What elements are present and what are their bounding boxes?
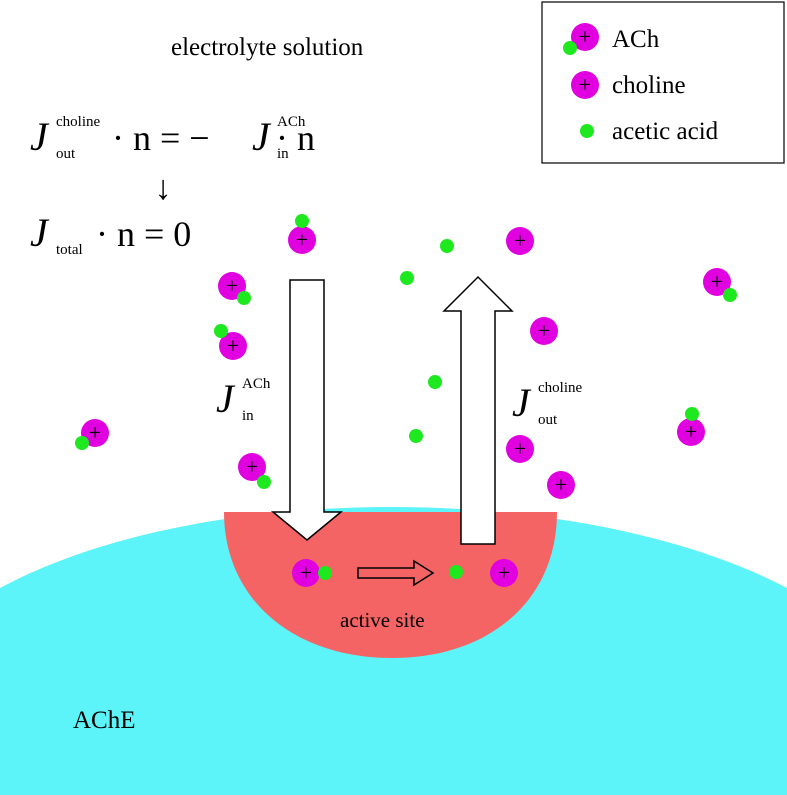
- choline-molecule: [292, 559, 320, 587]
- flux-out-symbol: J: [512, 380, 532, 425]
- choline-molecule: [490, 559, 518, 587]
- equation-total-flux: J total · n = 0: [30, 210, 191, 258]
- eq1-lhs-sub: out: [56, 146, 76, 162]
- acetic-acid-molecule: [237, 291, 251, 305]
- legend-plus-sign: +: [579, 72, 591, 97]
- plus-sign: +: [514, 436, 526, 461]
- plus-sign: +: [300, 560, 312, 585]
- eq1-tail: · n: [276, 118, 315, 158]
- flux-in-label: J ACh in: [216, 376, 271, 424]
- acetic-acid-molecule: [295, 214, 309, 228]
- acetic-acid-molecule: [214, 324, 228, 338]
- choline-molecule: [238, 453, 266, 481]
- plus-sign: +: [685, 419, 697, 444]
- eq2-symbol: J: [30, 210, 50, 255]
- eq1-lhs-sup: choline: [56, 114, 100, 130]
- flux-in-arrow: [270, 279, 344, 541]
- flux-out-sup: choline: [538, 380, 582, 396]
- legend-item-acetic-acid: acetic acid: [580, 118, 719, 145]
- acetic-acid-molecule: [409, 429, 423, 443]
- legend-item-choline: + choline: [571, 71, 686, 99]
- plus-sign: +: [538, 318, 550, 343]
- plus-sign: +: [227, 333, 239, 358]
- acetic-acid-molecule: [318, 566, 332, 580]
- flux-out-arrow: [442, 275, 514, 545]
- eq1-rhs-sub: in: [277, 146, 289, 162]
- acetic-acid-molecule: [400, 271, 414, 285]
- plus-sign: +: [226, 273, 238, 298]
- eq2-sub: total: [56, 242, 83, 258]
- molecules-layer: + + + + + + + + + + + + +: [75, 214, 737, 587]
- plus-sign: +: [711, 269, 723, 294]
- choline-molecule: [219, 332, 247, 360]
- legend-choline-marker: [571, 71, 599, 99]
- plus-sign: +: [498, 560, 510, 585]
- active-site-region: [224, 512, 557, 658]
- plus-sign: +: [514, 228, 526, 253]
- acetic-acid-molecule: [449, 565, 463, 579]
- eq1-lhs-symbol: J: [30, 114, 50, 159]
- choline-molecule: [530, 317, 558, 345]
- plus-sign: +: [296, 227, 308, 252]
- legend: + ACh + choline acetic acid: [541, 1, 785, 164]
- equation-flux-balance: J choline out · n = − J ACh in · n: [30, 114, 315, 162]
- legend-choline-marker: [571, 23, 599, 51]
- choline-molecule: [677, 418, 705, 446]
- plus-sign: +: [246, 454, 258, 479]
- active-site-label: active site: [340, 608, 425, 632]
- legend-label-choline: choline: [612, 72, 686, 99]
- acetic-acid-molecule: [428, 375, 442, 389]
- eq1-rhs-symbol: J: [252, 114, 272, 159]
- enzyme-label: AChE: [73, 707, 136, 734]
- flux-in-sub: in: [242, 408, 254, 424]
- plus-sign: +: [555, 472, 567, 497]
- acetic-acid-molecule: [75, 436, 89, 450]
- acetic-acid-molecule: [440, 239, 454, 253]
- legend-label-ach: ACh: [612, 26, 660, 53]
- flux-out-sub: out: [538, 412, 558, 428]
- plus-sign: +: [89, 420, 101, 445]
- eq1-rhs-sup: ACh: [277, 114, 306, 130]
- legend-label-acetic-acid: acetic acid: [612, 118, 719, 145]
- acetic-acid-molecule: [723, 288, 737, 302]
- choline-molecule: [506, 435, 534, 463]
- acetic-acid-molecule: [685, 407, 699, 421]
- legend-acetic-marker: [563, 41, 577, 55]
- reaction-arrow: [357, 559, 435, 587]
- flux-in-symbol: J: [216, 376, 236, 421]
- legend-acetic-marker: [580, 124, 594, 138]
- choline-molecule: [703, 268, 731, 296]
- choline-molecule: [288, 226, 316, 254]
- choline-molecule: [547, 471, 575, 499]
- legend-item-ach: + ACh: [563, 23, 660, 55]
- down-arrow-icon: ↓: [155, 170, 172, 207]
- acetic-acid-molecule: [257, 475, 271, 489]
- flux-in-sup: ACh: [242, 376, 271, 392]
- eq2-rest: · n = 0: [96, 214, 191, 254]
- legend-plus-sign: +: [579, 24, 591, 49]
- choline-molecule: [506, 227, 534, 255]
- flux-out-label: J choline out: [512, 380, 582, 428]
- eq1-middle: · n = −: [112, 118, 210, 158]
- title-label: electrolyte solution: [171, 34, 364, 61]
- choline-molecule: [218, 272, 246, 300]
